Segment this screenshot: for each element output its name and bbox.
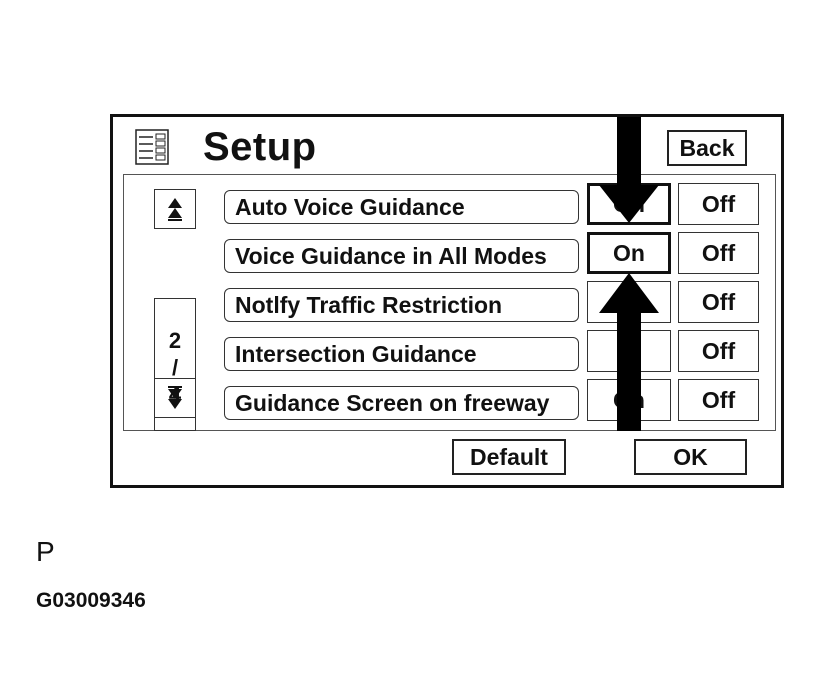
figure-letter: P (36, 536, 55, 567)
settings-list: 2 / 4 Auto Voice Guidance On Off Voice G… (123, 117, 776, 431)
scroll-down-button[interactable] (154, 378, 196, 418)
double-arrow-down-icon (168, 386, 182, 409)
guidance-screen-freeway-off-button[interactable]: Off (678, 379, 759, 421)
voice-guidance-all-modes-off-button[interactable]: Off (678, 232, 759, 274)
default-button[interactable]: Default (452, 439, 566, 475)
scroll-up-button[interactable] (154, 189, 196, 229)
row-label-guidance-screen-freeway: Guidance Screen on freeway (224, 386, 579, 420)
setup-screen: Setup Back 2 / 4 Auto Voice Guidance On … (110, 114, 784, 488)
row-label-auto-voice-guidance: Auto Voice Guidance (224, 190, 579, 224)
list-menu-icon (135, 129, 169, 165)
double-arrow-up-icon (168, 198, 182, 221)
ok-button[interactable]: OK (634, 439, 747, 475)
page-title: Setup (203, 125, 317, 169)
up-arrow-pointer-icon (599, 273, 659, 431)
notify-traffic-restriction-off-button[interactable]: Off (678, 281, 759, 323)
back-button[interactable]: Back (667, 130, 747, 166)
voice-guidance-all-modes-on-button[interactable]: On (587, 232, 671, 274)
page-separator: / (171, 355, 179, 380)
row-label-notify-traffic-restriction: Notlfy Traffic Restriction (224, 288, 579, 322)
row-label-intersection-guidance: Intersection Guidance (224, 337, 579, 371)
page-current: 2 (168, 328, 182, 353)
intersection-guidance-off-button[interactable]: Off (678, 330, 759, 372)
figure-code: G03009346 (36, 589, 146, 612)
row-label-voice-guidance-all-modes: Voice Guidance in All Modes (224, 239, 579, 273)
auto-voice-guidance-off-button[interactable]: Off (678, 183, 759, 225)
down-arrow-pointer-icon (599, 117, 659, 223)
